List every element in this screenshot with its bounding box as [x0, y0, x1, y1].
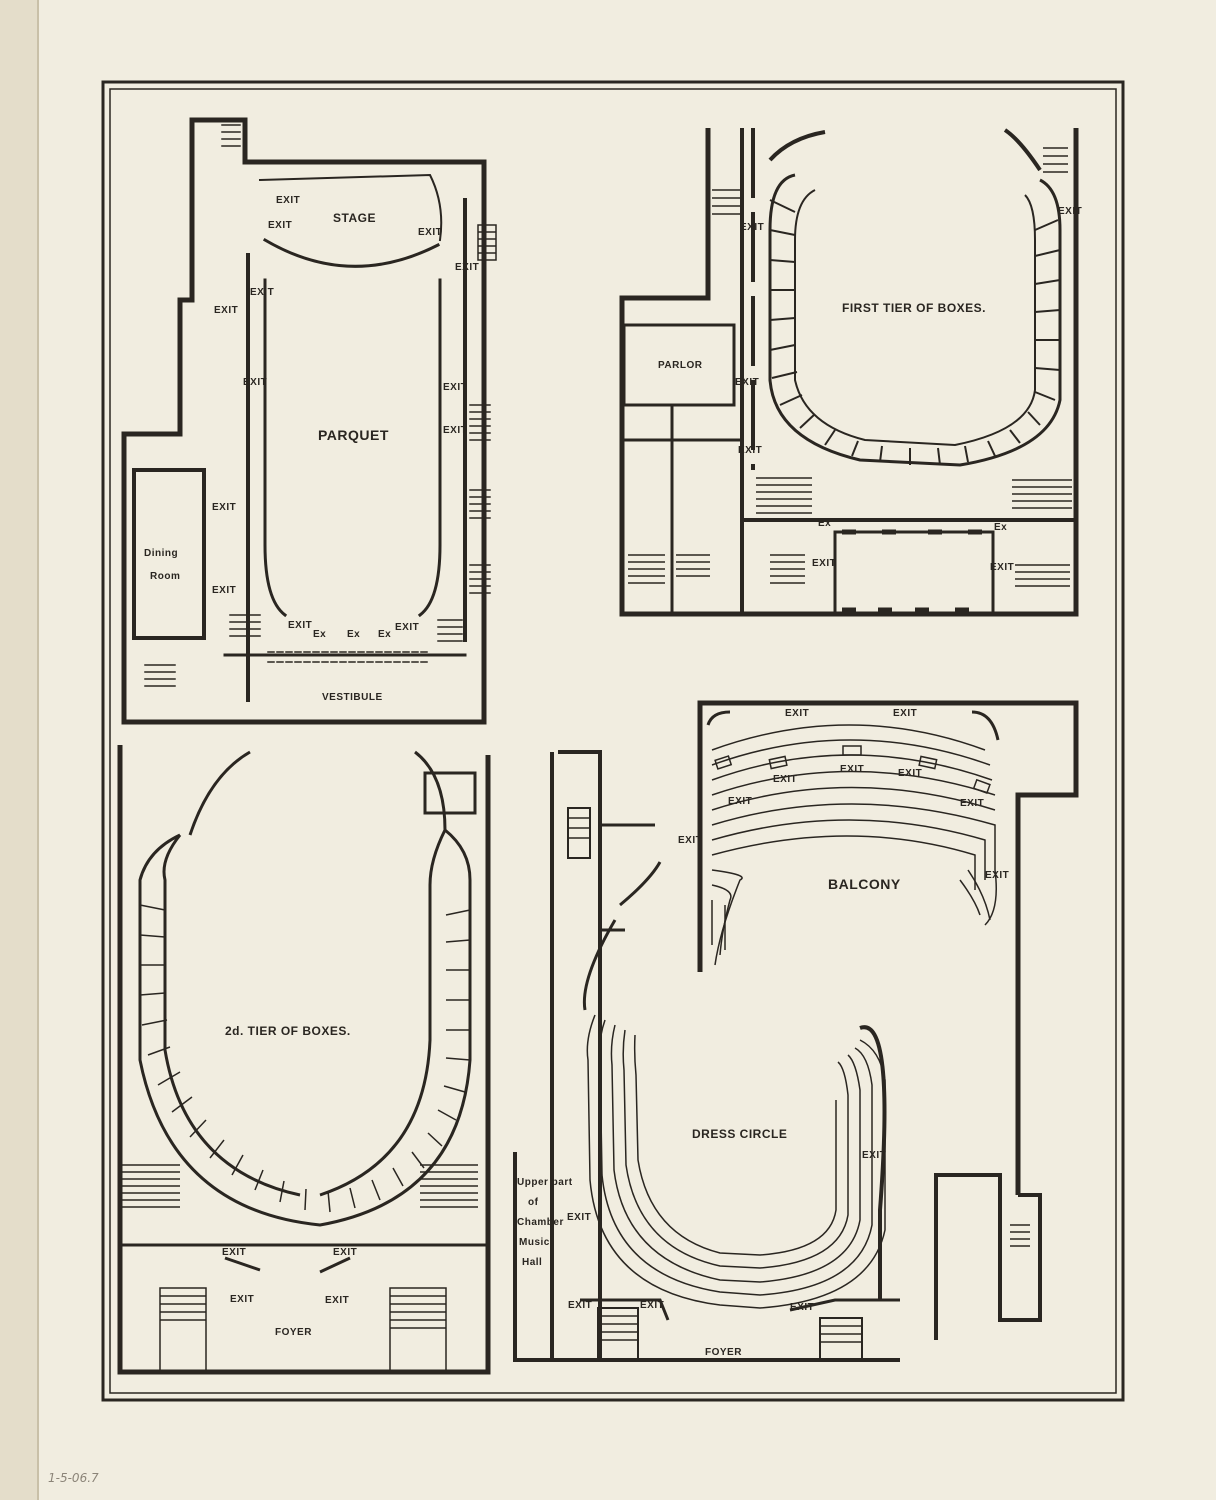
balcony-exit: EXIT — [773, 774, 797, 785]
parquet-ex: Ex — [313, 629, 326, 640]
balcony-exit: EXIT — [985, 870, 1009, 881]
parlor-label: PARLOR — [658, 360, 703, 371]
parquet-exit: EXIT — [276, 195, 300, 206]
vestibule-label: VESTIBULE — [322, 692, 383, 703]
parquet-exit: EXIT — [443, 382, 467, 393]
page-frame — [101, 80, 1125, 1402]
balcony-dress-labels: BALCONY EXIT EXIT EXIT EXIT EXIT EXIT EX… — [517, 708, 1009, 1358]
balcony-label: BALCONY — [828, 876, 901, 892]
chamber-label-3: Chamber — [517, 1217, 564, 1228]
balcony-rows — [711, 724, 997, 966]
parquet-exit: EXIT — [250, 287, 274, 298]
balcony-exit: EXIT — [898, 768, 922, 779]
first-tier-exit: EXIT — [735, 377, 759, 388]
parlor-room — [622, 323, 736, 407]
first-tier-ex: Ex — [994, 522, 1007, 533]
dress-circle-exit: EXIT — [567, 1212, 591, 1223]
dress-circle-exit: EXIT — [678, 835, 702, 846]
first-tier-exit: EXIT — [812, 558, 836, 569]
dress-circle-exit: EXIT — [568, 1300, 592, 1311]
parquet-exit: EXIT — [288, 620, 312, 631]
balcony-exit: EXIT — [785, 708, 809, 719]
parquet-auditorium-outline — [263, 278, 442, 618]
balcony-boxes — [714, 745, 991, 795]
foyer-label: FOYER — [275, 1327, 312, 1338]
first-tier-exit: EXIT — [1058, 206, 1082, 217]
dress-foyer-label: FOYER — [705, 1347, 742, 1358]
plan-parquet — [121, 117, 497, 725]
first-tier-exit: EXIT — [738, 445, 762, 456]
balcony-exit: EXIT — [840, 764, 864, 775]
second-tier-exit: EXIT — [333, 1247, 357, 1258]
second-tier-labels: 2d. TIER OF BOXES. FOYER EXIT EXIT EXIT … — [222, 1024, 357, 1338]
first-tier-doors — [842, 529, 982, 613]
first-tier-labels: FIRST TIER OF BOXES. PARLOR EXIT EXIT EX… — [658, 206, 1082, 573]
dress-circle-exit: EXIT — [790, 1302, 814, 1313]
plan-balcony-dress-circle — [513, 700, 1079, 1362]
first-tier-label: FIRST TIER OF BOXES. — [842, 301, 986, 315]
first-tier-ex: Ex — [818, 518, 831, 529]
dining-room-wall — [132, 468, 206, 640]
first-tier-exit: EXIT — [990, 562, 1014, 573]
second-tier-label: 2d. TIER OF BOXES. — [225, 1024, 351, 1038]
pencil-note: 1-5-06.7 — [48, 1471, 99, 1485]
parquet-outer-wall — [121, 117, 487, 725]
second-tier-exit: EXIT — [230, 1294, 254, 1305]
parquet-exit: EXIT — [212, 502, 236, 513]
parquet-exit: EXIT — [268, 220, 292, 231]
plan-second-tier — [117, 745, 491, 1375]
parquet-ex: Ex — [347, 629, 360, 640]
parquet-exit: EXIT — [418, 227, 442, 238]
parquet-exit: EXIT — [395, 622, 419, 633]
dress-circle-label: DRESS CIRCLE — [692, 1127, 787, 1141]
dining-label-2: Room — [150, 571, 180, 582]
chamber-label-2: of — [528, 1197, 539, 1208]
parquet-stairs — [144, 124, 497, 687]
first-tier-stairs — [628, 147, 1072, 587]
parquet-stage-edge — [262, 237, 441, 268]
parquet-exit: EXIT — [455, 262, 479, 273]
parquet-labels: STAGE PARQUET Dining Room VESTIBULE EXIT… — [144, 195, 479, 703]
second-tier-outer-wall — [117, 745, 491, 1375]
balcony-exit: EXIT — [960, 798, 984, 809]
parquet-exit: EXIT — [212, 585, 236, 596]
chamber-label-1: Upper part — [517, 1177, 573, 1188]
first-tier-outer-wall — [619, 128, 1079, 617]
balcony-exit: EXIT — [893, 708, 917, 719]
balcony-exit: EXIT — [728, 796, 752, 807]
first-tier-box-partitions — [769, 199, 1061, 466]
second-tier-box-partitions — [139, 904, 471, 1213]
second-tier-exit: EXIT — [222, 1247, 246, 1258]
dining-label-1: Dining — [144, 548, 178, 559]
second-tier-exit: EXIT — [325, 1295, 349, 1306]
first-tier-u — [768, 173, 1062, 467]
parquet-exit: EXIT — [214, 305, 238, 316]
stage-label: STAGE — [333, 211, 376, 225]
parquet-ex: Ex — [378, 629, 391, 640]
parquet-stage-back — [258, 173, 443, 242]
balcony-outer-wall — [697, 700, 1079, 1195]
chamber-label-5: Hall — [522, 1257, 542, 1268]
chamber-hall-wall — [513, 1152, 552, 1362]
parquet-label: PARQUET — [318, 427, 389, 443]
chamber-label-4: Music — [519, 1237, 550, 1248]
parquet-exit: EXIT — [243, 377, 267, 388]
binding-edge — [0, 0, 38, 1500]
parquet-exit: EXIT — [443, 425, 467, 436]
first-tier-exit: EXIT — [740, 222, 764, 233]
plan-first-tier — [619, 128, 1079, 617]
dress-circle-exit: EXIT — [862, 1150, 886, 1161]
dress-circle-exit: EXIT — [640, 1300, 664, 1311]
second-tier-stairs — [122, 1164, 478, 1373]
